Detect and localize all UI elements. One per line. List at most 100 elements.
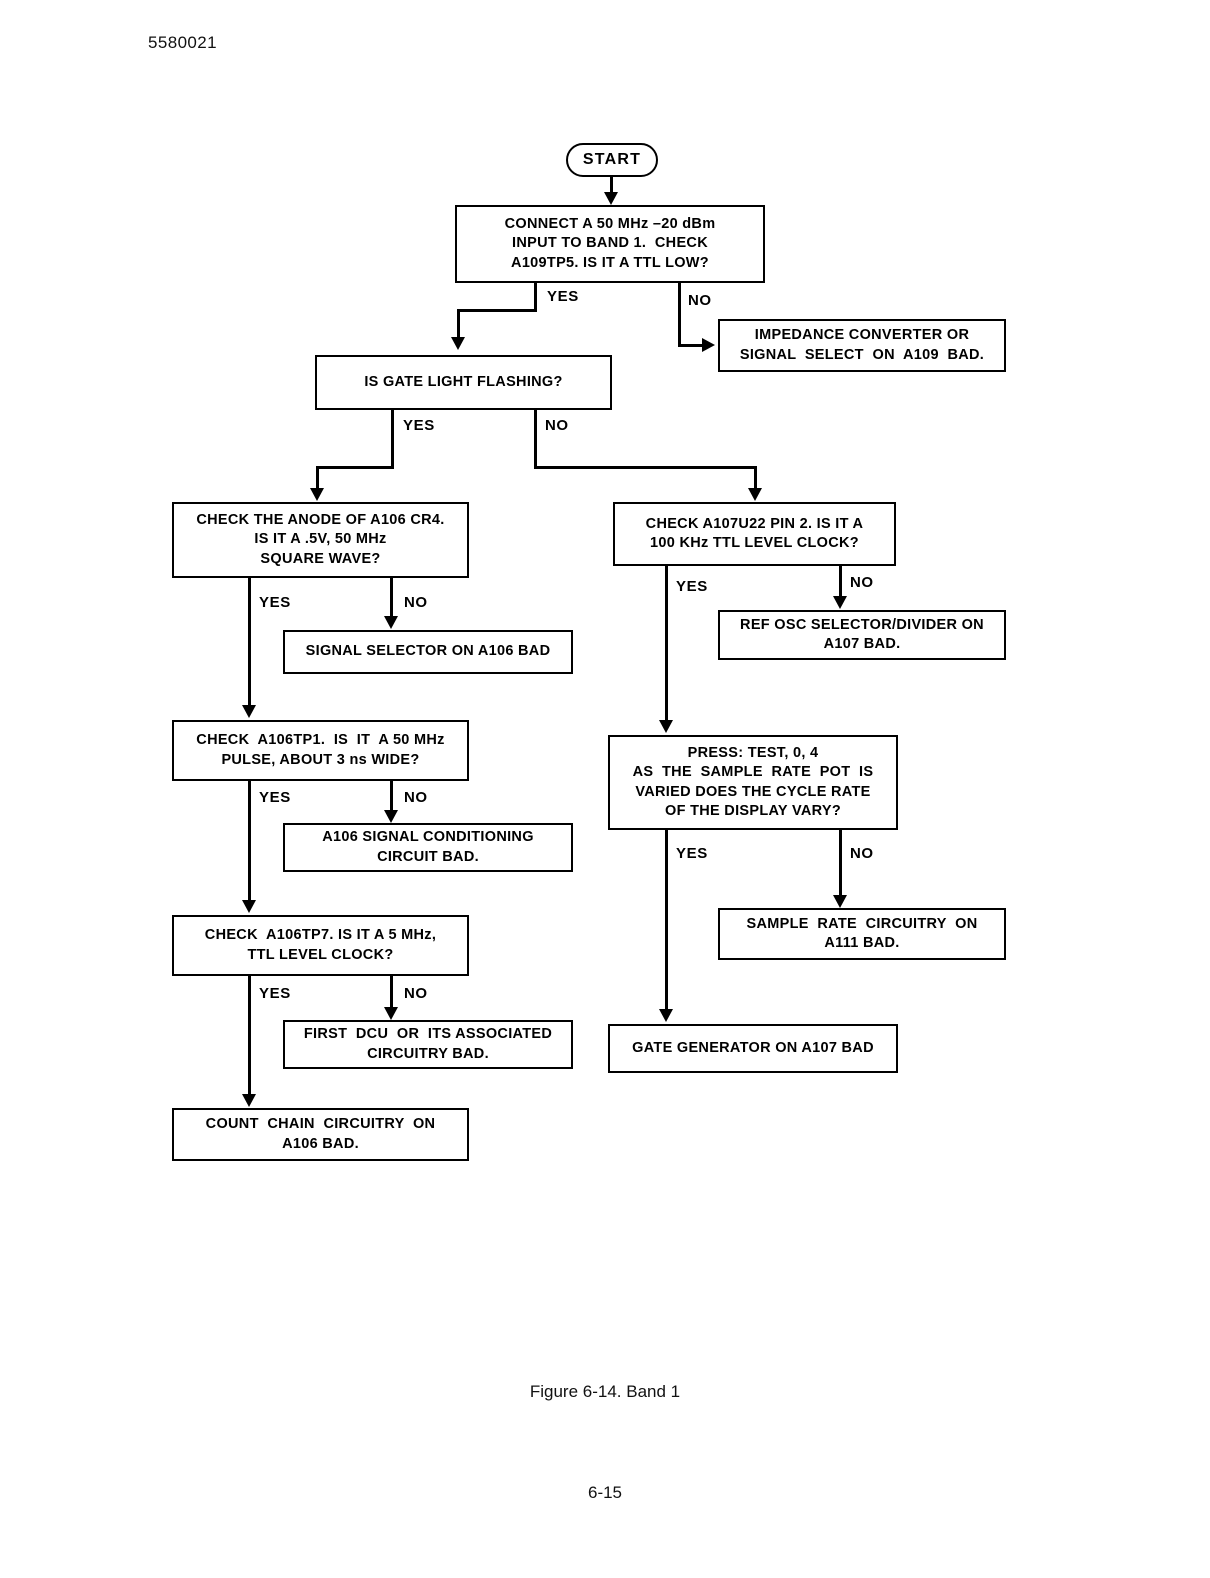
node-line: CHECK THE ANODE OF A106 CR4. (196, 512, 445, 529)
node-line: FIRST DCU OR ITS ASSOCIATED (303, 1026, 553, 1043)
node-line: SIGNAL SELECTOR ON A106 BAD (305, 643, 551, 660)
edge-label-n9-yes: YES (676, 845, 708, 862)
node-line: IS GATE LIGHT FLASHING? (364, 373, 563, 390)
connector-n11-yes-v (248, 976, 251, 1095)
document-number: 5580021 (148, 33, 217, 52)
node-line: CIRCUITRY BAD. (367, 1045, 489, 1062)
edge-label-n9-no: NO (850, 845, 874, 862)
node-signal-selector-a106-bad[interactable]: SIGNAL SELECTOR ON A106 BAD (283, 630, 573, 674)
node-impedance-converter-bad[interactable]: IMPEDANCE CONVERTER OR SIGNAL SELECT ON … (718, 319, 1006, 372)
node-line: IMPEDANCE CONVERTER OR (754, 327, 970, 344)
edge-label-n5-yes: YES (676, 578, 708, 595)
connector-n1-no-v (678, 283, 681, 346)
connector-n5-yes-v (665, 566, 668, 721)
connector-n8-no-v (390, 781, 393, 811)
arrowhead (242, 900, 256, 913)
node-line: COUNT CHAIN CIRCUITRY ON (205, 1116, 436, 1133)
edge-label-n1-no: NO (688, 292, 712, 309)
node-line: INPUT TO BAND 1. CHECK (512, 235, 708, 252)
edge-label-n4-no: NO (404, 594, 428, 611)
node-count-chain-circuitry-a106-bad[interactable]: COUNT CHAIN CIRCUITRY ON A106 BAD. (172, 1108, 469, 1161)
arrowhead (833, 596, 847, 609)
node-line: CIRCUIT BAD. (377, 848, 479, 865)
arrowhead (384, 616, 398, 629)
node-line: VARIED DOES THE CYCLE RATE (635, 783, 871, 800)
node-line: SAMPLE RATE CIRCUITRY ON (746, 915, 978, 932)
arrowhead (659, 1009, 673, 1022)
edge-label-n11-no: NO (404, 985, 428, 1002)
arrowhead (310, 488, 324, 501)
node-line: SQUARE WAVE? (260, 550, 381, 567)
connector-n9-yes-v (665, 830, 668, 1010)
node-line: PULSE, ABOUT 3 ns WIDE? (221, 751, 420, 768)
node-check-a106tp7[interactable]: CHECK A106TP7. IS IT A 5 MHz, TTL LEVEL … (172, 915, 469, 976)
connector-n5-no-v (839, 566, 842, 598)
node-gate-generator-a107-bad[interactable]: GATE GENERATOR ON A107 BAD (608, 1024, 898, 1073)
edge-label-n4-yes: YES (259, 594, 291, 611)
node-line: A107 BAD. (823, 636, 901, 652)
connector-n9-no-v (839, 830, 842, 897)
node-line: IS IT A .5V, 50 MHz (254, 531, 387, 548)
connector-n8-yes-v (248, 781, 251, 901)
connector-n4-no-v (390, 578, 393, 617)
edge-label-n8-no: NO (404, 789, 428, 806)
connector-n1-yes-v2 (457, 309, 460, 339)
arrowhead (242, 1094, 256, 1107)
edge-label-n1-yes: YES (547, 288, 579, 305)
connector-n1-no-h (678, 344, 708, 347)
arrowhead (659, 720, 673, 733)
arrowhead (451, 337, 465, 350)
connector-n1-yes-h (457, 309, 537, 312)
node-line: CHECK A107U22 PIN 2. IS IT A (645, 515, 864, 532)
connector-n3-yes-v1 (391, 410, 394, 468)
node-line: CHECK A106TP1. IS IT A 50 MHz (196, 732, 445, 749)
edge-label-n3-yes: YES (403, 417, 435, 434)
connector-n3-no-v2 (754, 466, 757, 491)
node-ref-osc-selector-divider-bad[interactable]: REF OSC SELECTOR/DIVIDER ON A107 BAD. (718, 610, 1006, 660)
arrowhead (833, 895, 847, 908)
node-line: TTL LEVEL CLOCK? (247, 946, 394, 963)
arrowhead (384, 810, 398, 823)
connector-n11-no-v (390, 976, 393, 1008)
connector-start-to-n1 (610, 177, 613, 195)
node-gate-light-flashing[interactable]: IS GATE LIGHT FLASHING? (315, 355, 612, 410)
connector-n4-yes-v (248, 578, 251, 706)
node-line: SIGNAL SELECT ON A109 BAD. (739, 346, 985, 363)
node-line: CONNECT A 50 MHz –20 dBm (504, 216, 716, 233)
node-line: OF THE DISPLAY VARY? (665, 802, 841, 819)
edge-label-n11-yes: YES (259, 985, 291, 1002)
node-check-anode-a106cr4[interactable]: CHECK THE ANODE OF A106 CR4. IS IT A .5V… (172, 502, 469, 578)
edge-label-n8-yes: YES (259, 789, 291, 806)
node-line: A106 BAD. (282, 1135, 359, 1152)
arrowhead (702, 338, 715, 352)
node-line: A109TP5. IS IT A TTL LOW? (511, 254, 709, 271)
connector-n3-no-v1 (534, 410, 537, 468)
node-check-a107u22-pin2[interactable]: CHECK A107U22 PIN 2. IS IT A 100 KHz TTL… (613, 502, 896, 566)
arrowhead (748, 488, 762, 501)
connector-n3-yes-h (316, 466, 394, 469)
node-a106-signal-conditioning-bad[interactable]: A106 SIGNAL CONDITIONING CIRCUIT BAD. (283, 823, 573, 872)
node-start-label: START (582, 151, 642, 168)
node-line: REF OSC SELECTOR/DIVIDER ON (740, 616, 984, 633)
node-first-dcu-bad[interactable]: FIRST DCU OR ITS ASSOCIATED CIRCUITRY BA… (283, 1020, 573, 1069)
node-line: PRESS: TEST, 0, 4 (687, 745, 819, 762)
connector-n1-yes-v1 (534, 283, 537, 311)
node-start[interactable]: START (566, 143, 658, 177)
connector-n3-no-h (534, 466, 757, 469)
node-line: A106 SIGNAL CONDITIONING (322, 829, 534, 846)
arrowhead (384, 1007, 398, 1020)
node-line: 100 KHz TTL LEVEL CLOCK? (650, 535, 859, 551)
node-line: GATE GENERATOR ON A107 BAD (632, 1039, 874, 1056)
node-line: A111 BAD. (824, 935, 900, 951)
node-press-test-sample-rate[interactable]: PRESS: TEST, 0, 4 AS THE SAMPLE RATE POT… (608, 735, 898, 830)
connector-n3-yes-v2 (316, 466, 319, 491)
edge-label-n5-no: NO (850, 574, 874, 591)
edge-label-n3-no: NO (545, 417, 569, 434)
node-sample-rate-circuitry-a111-bad[interactable]: SAMPLE RATE CIRCUITRY ON A111 BAD. (718, 908, 1006, 960)
node-check-a106tp1[interactable]: CHECK A106TP1. IS IT A 50 MHz PULSE, ABO… (172, 720, 469, 781)
node-connect-input-check[interactable]: CONNECT A 50 MHz –20 dBm INPUT TO BAND 1… (455, 205, 765, 283)
node-line: CHECK A106TP7. IS IT A 5 MHz, (204, 927, 437, 944)
node-line: AS THE SAMPLE RATE POT IS (632, 764, 874, 781)
arrowhead (242, 705, 256, 718)
